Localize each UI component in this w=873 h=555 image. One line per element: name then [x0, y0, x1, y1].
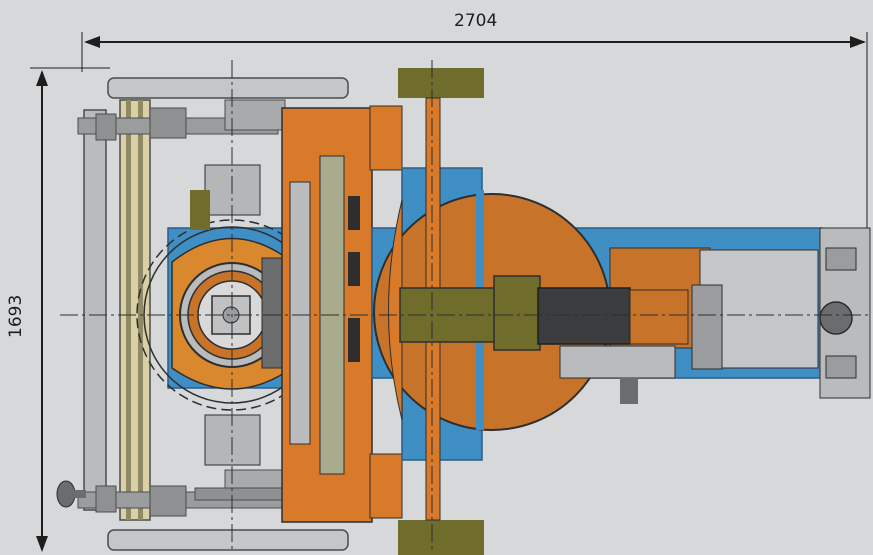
centre-lines	[60, 60, 870, 552]
dimension-height	[30, 67, 110, 552]
dimension-height-label: 1693	[6, 294, 26, 338]
dimension-width-label: 2704	[454, 11, 498, 31]
left-rotary-unit	[136, 164, 328, 466]
left-frame	[56, 77, 349, 551]
dimension-width	[81, 32, 868, 240]
